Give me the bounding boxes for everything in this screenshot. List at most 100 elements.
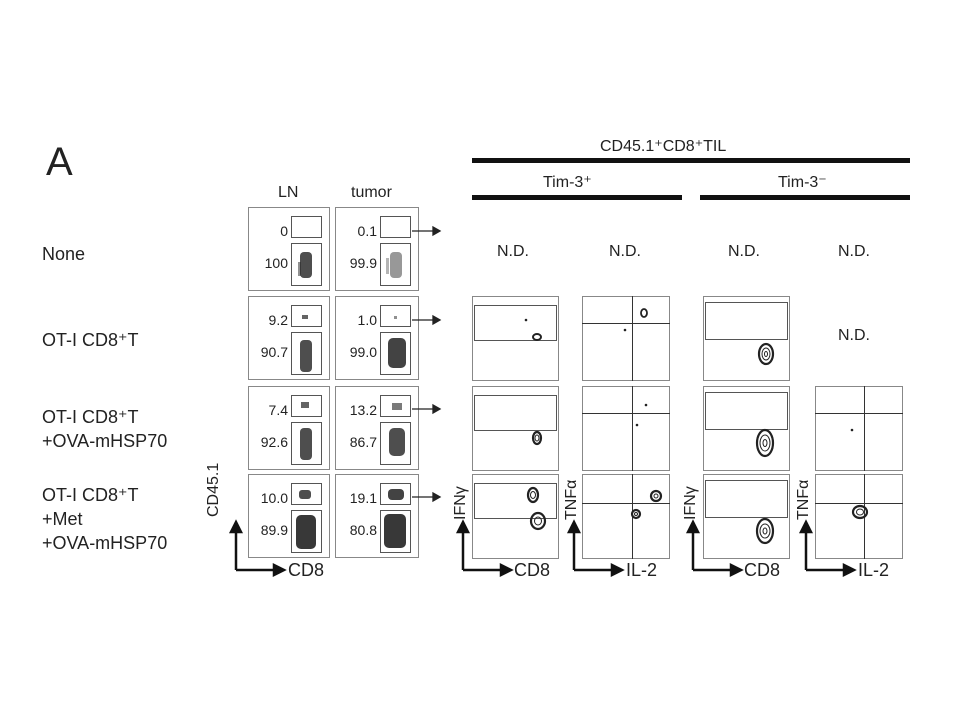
tumor-gate-lower-row1 xyxy=(380,332,411,375)
tim3pos-tnf-plot-row3 xyxy=(582,474,670,559)
tumor-events-row3 xyxy=(384,489,406,548)
ln-gate-lower-row2 xyxy=(291,422,322,465)
ln-gate-lower-row3 xyxy=(291,510,322,553)
tumor-upper-value-row3: 19.1 xyxy=(349,490,377,506)
tim3pos-tnf-plot-row2 xyxy=(582,386,670,471)
tumor-events-row2 xyxy=(389,403,405,456)
tim3neg-ifng-gate-row2 xyxy=(705,392,788,430)
contour-tim3pos-tnf-row3 xyxy=(630,489,663,520)
ln-lower-value-row0: 100 xyxy=(264,255,288,271)
tim3pos-ifng-plot-row2 xyxy=(472,386,559,471)
tim3pos-tnf-hline-row3 xyxy=(582,503,670,504)
tumor-lower-value-row3: 80.8 xyxy=(349,522,377,538)
tim3pos-tnf-plot-row1 xyxy=(582,296,670,381)
contour-tim3neg-ifng-row2 xyxy=(755,428,775,458)
tim3neg-tnf-plot-row3 xyxy=(815,474,903,559)
tumor-events-row1 xyxy=(388,316,406,368)
tumor-gate-upper-row0 xyxy=(380,216,411,238)
ln-gate-lower-row1 xyxy=(291,332,322,375)
tim3neg-tnf-hline-row3 xyxy=(815,503,903,504)
tumor-lower-value-row2: 86.7 xyxy=(349,434,377,450)
tumor-gate-upper-row1 xyxy=(380,305,411,327)
ln-upper-value-row0: 0 xyxy=(280,223,288,239)
contour-tim3pos-tnf-row1 xyxy=(623,308,648,332)
nd-row0-tnf-pos: N.D. xyxy=(609,243,641,260)
ln-gate-upper-row0 xyxy=(291,216,322,238)
tumor-upper-value-row2: 13.2 xyxy=(349,402,377,418)
axis-il2-2: IL-2 xyxy=(858,560,890,580)
tim3pos-tnf-vline-row1 xyxy=(632,296,633,381)
tim3-neg-bar xyxy=(700,195,910,200)
nd-row0-ifng-pos: N.D. xyxy=(497,243,529,260)
tim3neg-tnf-vline-row2 xyxy=(864,386,865,471)
ln-lower-value-row2: 92.6 xyxy=(260,434,288,450)
axis-il2-1: IL-2 xyxy=(626,560,658,580)
nd-row1-tnf-neg: N.D. xyxy=(838,327,870,344)
tumor-upper-value-row0: 0.1 xyxy=(357,223,377,239)
contour-tim3neg-tnf-row2 xyxy=(850,428,854,432)
ln-gate-upper-row1 xyxy=(291,305,322,327)
tim3neg-ifng-plot-row2 xyxy=(703,386,790,471)
contour-tim3neg-tnf-row3 xyxy=(851,504,869,520)
ln-lower-value-row3: 89.9 xyxy=(260,522,288,538)
contour-tim3pos-tnf-row2 xyxy=(635,403,648,427)
tumor-gate-upper-row3 xyxy=(380,483,411,505)
axis-cd8-ln: CD8 xyxy=(288,560,325,580)
row-label-ot1-met-ova: OT-I CD8⁺T +Met +OVA-mHSP70 xyxy=(42,485,168,553)
row-label-ot1: OT-I CD8⁺T xyxy=(42,330,139,350)
tim3neg-tnf-plot-row2 xyxy=(815,386,903,471)
tim3neg-ifng-plot-row1 xyxy=(703,296,790,381)
tim3neg-ifng-gate-row3 xyxy=(705,480,788,518)
til-bar xyxy=(472,158,910,163)
ln-plot-row3 xyxy=(248,474,330,558)
tumor-gate-lower-row2 xyxy=(380,422,411,465)
ln-gate-lower-row0 xyxy=(291,243,322,286)
contour-tim3pos-ifng-row2 xyxy=(531,430,543,446)
tumor-lower-value-row0: 99.9 xyxy=(349,255,377,271)
tim3pos-ifng-gate-row2 xyxy=(474,395,557,431)
col-ln: LN xyxy=(278,184,299,201)
panel-letter: A xyxy=(46,140,73,184)
tim3-pos-header: Tim-3⁺ xyxy=(543,174,592,191)
tim3pos-tnf-hline-row1 xyxy=(582,323,670,324)
tim3pos-tnf-hline-row2 xyxy=(582,413,670,414)
contour-tim3neg-ifng-row1 xyxy=(757,342,775,366)
ln-events-row3 xyxy=(296,490,316,549)
ln-upper-value-row3: 10.0 xyxy=(260,490,288,506)
ln-upper-value-row2: 7.4 xyxy=(268,402,288,418)
tim3pos-tnf-vline-row2 xyxy=(632,386,633,471)
tumor-lower-value-row1: 99.0 xyxy=(349,344,377,360)
contour-tim3pos-ifng-row3 xyxy=(526,486,547,531)
axis-cd8-1: CD8 xyxy=(514,560,551,580)
tim3pos-ifng-gate-row3 xyxy=(474,483,557,519)
ln-lower-value-row1: 90.7 xyxy=(260,344,288,360)
ln-gate-upper-row2 xyxy=(291,395,322,417)
ln-events-row0 xyxy=(298,252,312,278)
cytokine-axis-arrows xyxy=(455,519,857,578)
tumor-gate-upper-row2 xyxy=(380,395,411,417)
ln-events-row1 xyxy=(300,315,312,372)
axis-cd8-2: CD8 xyxy=(744,560,781,580)
tumor-plot-row0 xyxy=(335,207,419,291)
tumor-events-row0 xyxy=(386,252,402,278)
row-label-ot1-ova: OT-I CD8⁺T +OVA-mHSP70 xyxy=(42,407,168,451)
gate-arrows xyxy=(412,225,442,503)
ln-plot-row0 xyxy=(248,207,330,291)
tumor-gate-lower-row3 xyxy=(380,510,411,553)
tim3pos-ifng-gate-row1 xyxy=(474,305,557,341)
tumor-gate-lower-row0 xyxy=(380,243,411,286)
ln-plot-row1 xyxy=(248,296,330,380)
tim3pos-ifng-plot-row1 xyxy=(472,296,559,381)
ln-plot-row2 xyxy=(248,386,330,470)
tumor-plot-row2 xyxy=(335,386,419,470)
tumor-upper-value-row1: 1.0 xyxy=(357,312,377,328)
col-tumor: tumor xyxy=(351,184,392,201)
tim3neg-ifng-gate-row1 xyxy=(705,302,788,340)
tim3neg-tnf-hline-row2 xyxy=(815,413,903,414)
ln-axis-arrows xyxy=(228,519,287,578)
row-label-none: None xyxy=(42,244,86,264)
tim3-pos-bar xyxy=(472,195,682,200)
ln-events-row2 xyxy=(300,402,312,460)
